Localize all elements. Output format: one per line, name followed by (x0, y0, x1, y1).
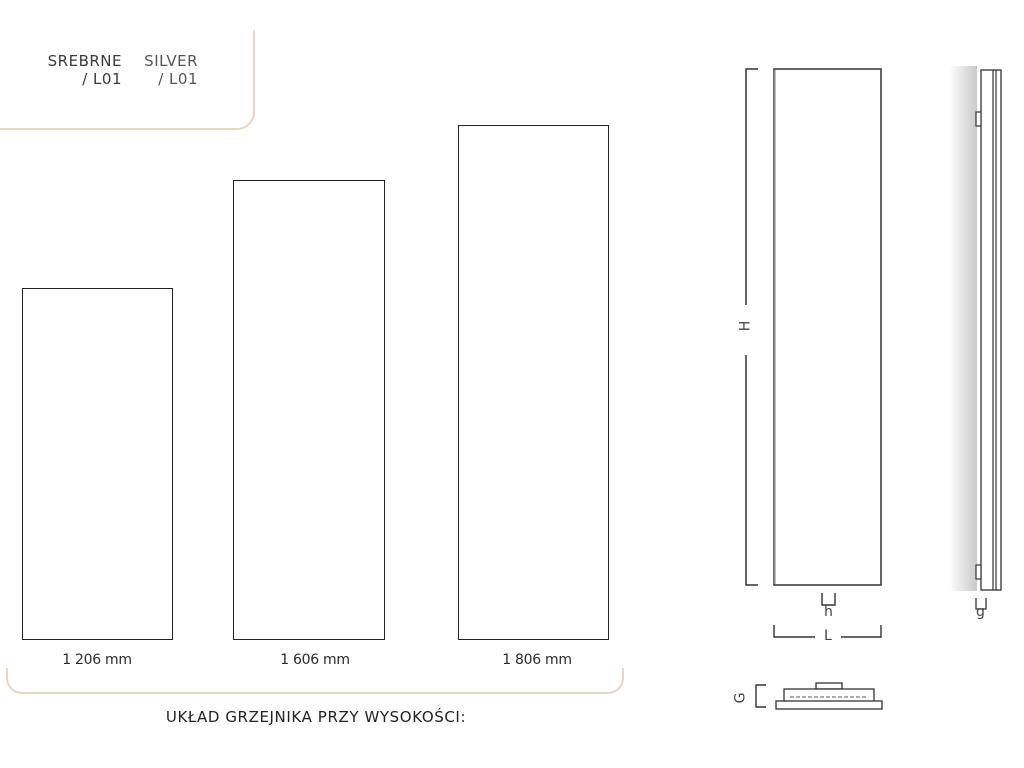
finish-tag-english: SILVER / L01 (136, 52, 198, 88)
finish-tag-frame (0, 30, 255, 130)
heights-bracket (6, 668, 624, 694)
dim-label-pipe-spacing: h (824, 604, 833, 620)
radiator-1206 (22, 288, 173, 640)
technical-side-view (949, 66, 1002, 610)
finish-tag-polish: SREBRNE / L01 (26, 52, 122, 88)
height-label-1806: 1 806 mm (502, 652, 572, 668)
height-label-1606: 1 606 mm (280, 652, 350, 668)
dim-label-wall-gap: g (976, 604, 985, 620)
height-label-1206: 1 206 mm (62, 652, 132, 668)
dim-label-depth: G (732, 692, 749, 704)
dim-label-height: H (737, 320, 754, 332)
finish-code-en: / L01 (158, 70, 198, 88)
finish-name-pl: SREBRNE (47, 52, 122, 70)
radiator-1606 (233, 180, 385, 640)
radiator-1806 (458, 125, 609, 640)
technical-front-view (745, 68, 883, 710)
finish-code-pl: / L01 (82, 70, 122, 88)
finish-name-en: SILVER (144, 52, 198, 70)
layout-caption: UKŁAD GRZEJNIKA PRZY WYSOKOŚCI: (165, 708, 467, 726)
dim-label-length: L (824, 628, 832, 644)
